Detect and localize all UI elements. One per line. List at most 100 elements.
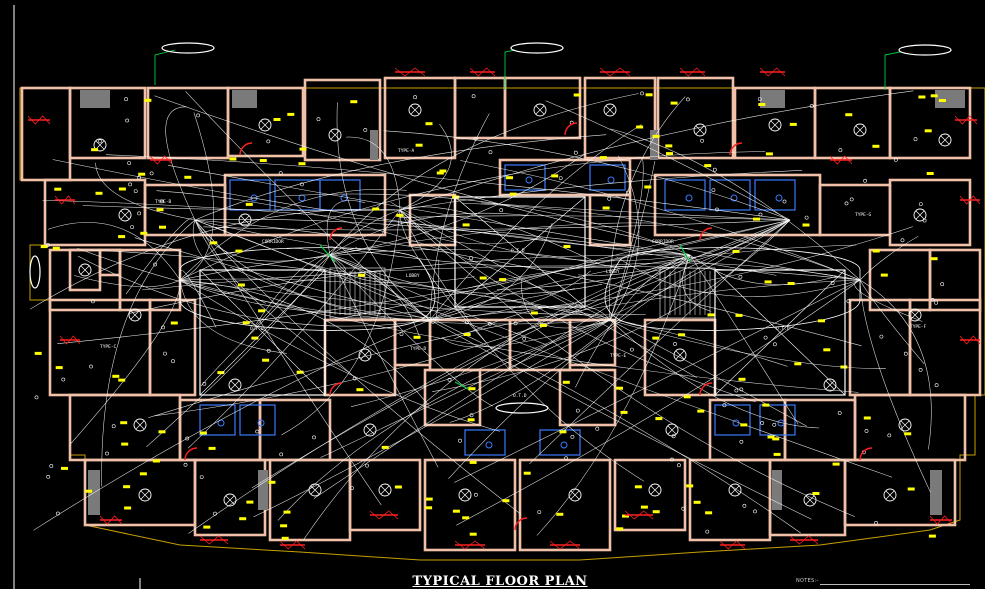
fixture-tag-137 [738,377,746,381]
fixture-tag-93 [281,536,289,540]
room-wall-44 [268,458,352,542]
ceiling-fan-blades-16 [675,350,685,360]
switch-point-99 [686,97,690,102]
wire-51 [854,279,923,322]
switch-point-45 [887,433,892,438]
switch-point-52 [575,408,580,413]
wiring-group [29,49,932,540]
ceiling-fan-blades-27 [570,490,580,500]
ceiling-fan-blades-19 [230,380,240,390]
fixture-tag-147 [693,500,701,504]
fixture-tag-123 [237,283,245,287]
cabinet-9 [650,130,658,160]
wire-66 [286,248,431,321]
fixture-tag-43 [184,175,192,179]
cabinet-7 [772,470,782,510]
fixture-tag-126 [350,100,358,104]
wire-28 [165,106,196,221]
room-wall-26 [848,298,912,397]
switch-point-60 [137,175,142,180]
switch-point-21 [91,299,95,304]
switch-point-25 [893,157,898,162]
fixture-tag-22 [704,164,712,168]
wire-95 [179,279,859,393]
fixture-tag-31 [138,172,146,176]
switch-point-10 [772,422,777,427]
window-shutter-1 [469,67,496,77]
left-side-ellipse [29,255,41,289]
ceiling-fan-blades-3 [410,105,420,115]
ceiling-fan-blades-26 [460,490,470,500]
fixture-tag-131 [772,437,780,441]
room-wall-32 [568,318,617,367]
ceiling-fan-blades-9 [940,135,950,145]
room-wall-36 [258,398,332,462]
wire-64 [194,219,777,276]
wire-57 [336,102,431,321]
ceiling-fan-19 [228,378,242,392]
ceiling-fan-blades-33 [667,425,677,435]
fixture-tag-34 [239,517,247,521]
fixture-tag-48 [283,510,291,514]
fixture-tag-41 [562,380,570,384]
switch-point-62 [199,475,204,480]
wire-11 [251,219,791,489]
room-wall-9 [656,76,735,160]
wire-121 [609,96,686,321]
switch-point-77 [128,182,133,187]
ceiling-fan-blades-15 [360,350,370,360]
switch-point-46 [399,332,404,337]
switch-point-83 [469,256,474,261]
switch-point-70 [900,238,905,243]
fixture-tag-74 [926,172,934,175]
fixture-tag-56 [159,225,166,229]
wire-116 [303,254,691,540]
wire-19 [194,219,893,478]
switch-point-93 [844,201,849,206]
switch-point-116 [49,464,54,468]
room-wall-38 [558,368,617,427]
ceiling-fan-blades-29 [730,485,740,495]
switch-point-28 [279,452,284,457]
switch-point-57 [161,325,166,330]
ceiling-fan-32 [363,423,377,437]
ceiling-fan-blades-22 [140,490,150,500]
switch-point-108 [537,510,542,514]
fixture-tag-36 [634,485,642,489]
ceiling-fan-31 [883,488,897,502]
fixture-tag-55 [298,162,306,166]
label-lobby-left: LOBBY [406,273,420,279]
wire-33 [610,128,861,281]
wire-29 [529,219,791,464]
wire-105 [859,279,932,450]
fixture-tag-128 [469,460,477,464]
wire-83 [432,219,791,392]
fixture-tag-18 [139,472,147,476]
switch-point-44 [863,178,868,183]
cabinet-5 [930,470,942,515]
room-wall-2 [146,86,230,160]
fixture-tag-124 [840,365,848,369]
ceiling-fan-blades-28 [650,485,660,495]
fixture-tag-148 [523,471,531,475]
fixture-tag-90 [280,524,288,528]
fixture-tag-77 [462,223,470,227]
cabinet-8 [370,130,378,160]
fixture-tag-37 [229,157,237,161]
switch-point-59 [127,161,132,166]
fixture-tag-20 [463,333,471,336]
ceiling-fan-22 [138,488,152,502]
switch-point-43 [758,212,763,217]
wire-20 [545,100,791,221]
wire-108 [187,209,401,449]
switch-point-79 [487,321,492,326]
switch-point-86 [473,136,478,141]
switch-point-13 [711,188,716,193]
room-wall-45 [348,458,422,532]
toilet-13 [589,164,626,191]
walls-group [20,76,982,552]
wire-122 [179,279,500,432]
fixture-tag-113 [55,366,63,370]
ceiling-fan-blades-23 [225,495,235,505]
